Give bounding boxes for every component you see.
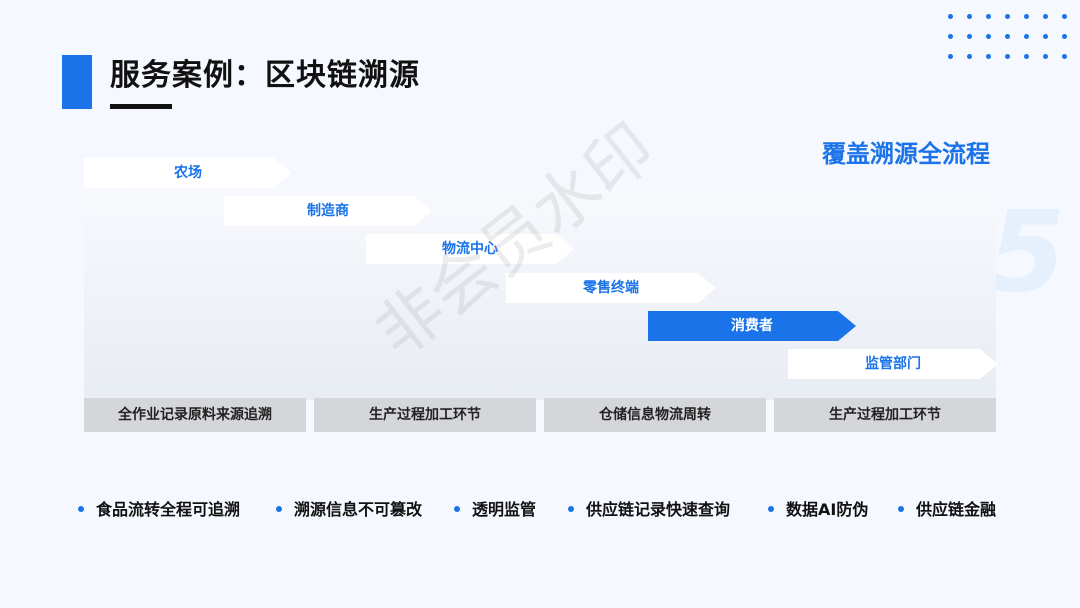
step-farm: 农场 [84, 158, 292, 188]
feature-list: 食品流转全程可追溯 溯源信息不可篡改 透明监管 供应链记录快速查询 数据AI防伪… [78, 496, 1018, 520]
phase-bar-2: 生产过程加工环节 [314, 398, 536, 432]
title-accent-bar [62, 55, 92, 109]
dot [948, 54, 953, 59]
feature-item: 供应链记录快速查询 [568, 496, 730, 520]
dot [1062, 14, 1067, 19]
dot [948, 34, 953, 39]
title-underline [110, 104, 172, 109]
step-manufacturer: 制造商 [224, 196, 432, 226]
feature-item: 溯源信息不可篡改 [276, 496, 422, 520]
dot [1005, 14, 1010, 19]
bullet-icon [276, 505, 282, 512]
step-regulator: 监管部门 [788, 349, 998, 379]
dot [1043, 54, 1048, 59]
dot [986, 34, 991, 39]
feature-item: 透明监管 [454, 496, 536, 520]
decorative-dot-grid [948, 14, 1070, 68]
feature-item: 供应链金融 [898, 496, 996, 520]
phase-bar-4: 生产过程加工环节 [774, 398, 996, 432]
phase-bar-3: 仓储信息物流周转 [544, 398, 766, 432]
dot [967, 14, 972, 19]
dot [986, 54, 991, 59]
dot [1062, 54, 1067, 59]
feature-item: 数据AI防伪 [768, 496, 868, 520]
section-subtitle: 覆盖溯源全流程 [822, 140, 990, 168]
dot [1024, 54, 1029, 59]
step-logistics-center: 物流中心 [366, 234, 574, 264]
bullet-icon [898, 505, 904, 512]
dot [948, 14, 953, 19]
dot [1005, 54, 1010, 59]
bullet-icon [568, 505, 574, 512]
dot [1043, 34, 1048, 39]
bullet-icon [768, 505, 774, 512]
dot [1005, 34, 1010, 39]
dot [1024, 34, 1029, 39]
dot [967, 54, 972, 59]
step-retail-terminal: 零售终端 [506, 273, 716, 303]
bullet-icon [454, 505, 460, 512]
dot [967, 34, 972, 39]
dot [986, 14, 991, 19]
bullet-icon [78, 505, 84, 512]
phase-bar-1: 全作业记录原料来源追溯 [84, 398, 306, 432]
dot [1043, 14, 1048, 19]
dot [1024, 14, 1029, 19]
step-consumer: 消费者 [648, 311, 856, 341]
page-title: 服务案例：区块链溯源 [110, 58, 420, 93]
feature-item: 食品流转全程可追溯 [78, 496, 240, 520]
dot [1062, 34, 1067, 39]
